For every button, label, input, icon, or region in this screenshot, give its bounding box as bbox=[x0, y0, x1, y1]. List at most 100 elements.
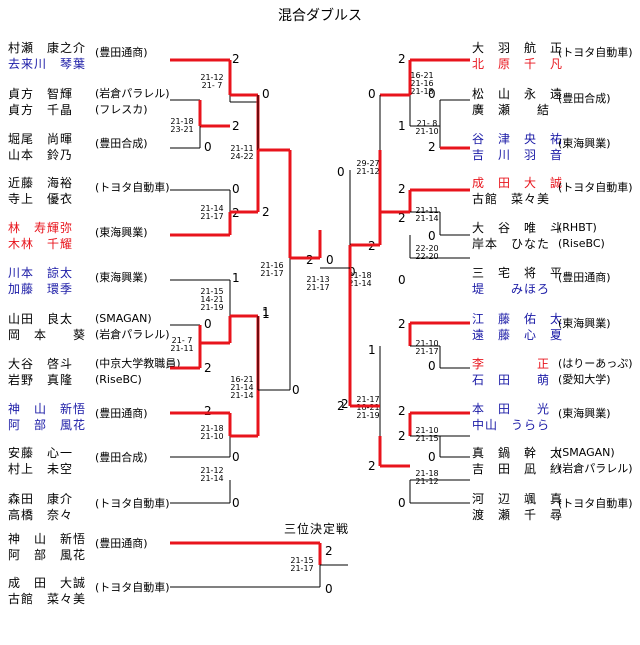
result-lr2b_bot: 0 bbox=[292, 383, 300, 397]
left-entry-9-club: (豊田合成) bbox=[95, 451, 148, 464]
right-entry-9-player2: 吉 田 凪 紗 bbox=[472, 462, 564, 476]
match-score-L_r2_a: 21-11 bbox=[230, 144, 254, 153]
match-score-L_r1_a: 21-12 bbox=[200, 73, 224, 82]
left-entry-8-player2: 阿 部 風花 bbox=[8, 418, 87, 432]
right-entry-2-player1: 谷 津 央 祐 bbox=[472, 132, 564, 146]
right-entry-10-player1: 河 辺 颯 真 bbox=[472, 492, 564, 506]
right-entry-2-player2: 吉 川 羽 音 bbox=[472, 148, 564, 162]
match-score-L_r2_b: 21-14 bbox=[230, 383, 254, 392]
result-lr2a_top: 0 bbox=[262, 87, 270, 101]
third-entry-0-club: (豊田通商) bbox=[95, 537, 148, 550]
match-score-L_r1_c: 21-14 bbox=[200, 204, 224, 213]
match-score-R_r1_a2: 21-10 bbox=[415, 127, 439, 136]
result-r3: 2 bbox=[428, 140, 436, 154]
left-entry-9-player1: 安藤 心一 bbox=[8, 446, 74, 460]
match-score-R_r1_c: 21-10 bbox=[415, 339, 439, 348]
left-entry-4-player2: 木林 千耀 bbox=[8, 237, 74, 251]
right-entry-9-club2: (岩倉パラレル) bbox=[558, 462, 633, 475]
match-score-final: 21-13 bbox=[306, 275, 330, 284]
match-score-L_r2_b: 21-14 bbox=[230, 391, 254, 400]
result-final_right: 0 bbox=[348, 265, 356, 279]
left-entry-7-player2: 岩野 真隆 bbox=[8, 373, 74, 387]
match-score-R_r1_b2: 22-20 bbox=[415, 252, 439, 261]
result-l1: 2 bbox=[232, 52, 240, 66]
match-score-L_r3: 21-16 bbox=[260, 261, 284, 270]
left-entry-10-player2: 高橋 奈々 bbox=[8, 508, 74, 522]
left-entry-6-player2: 岡 本 葵 bbox=[8, 328, 87, 342]
result-l6: 1 bbox=[232, 271, 240, 285]
match-score-R_r1_b2: 22-20 bbox=[415, 244, 439, 253]
left-entry-1-club2: (フレスカ) bbox=[95, 103, 148, 116]
match-score-R_r1_c: 21-17 bbox=[415, 347, 439, 356]
match-score-L_r1_d1: 14-21 bbox=[200, 295, 224, 304]
match-score-R_r2_b: 21-19 bbox=[356, 411, 380, 420]
result-l10: 0 bbox=[232, 450, 240, 464]
right-entry-5-player2: 堤 みほろ bbox=[472, 282, 551, 296]
third-entry-1-player2: 古館 菜々美 bbox=[8, 592, 87, 606]
result-r10: 0 bbox=[428, 450, 436, 464]
left-entry-5-player2: 加藤 環季 bbox=[8, 282, 74, 296]
third-entry-1-player1: 成 田 大誠 bbox=[8, 576, 87, 590]
right-entry-9-player1: 真 鍋 幹 太 bbox=[472, 446, 564, 460]
result-l2a: 2 bbox=[232, 119, 240, 133]
match-score-L_r2_a: 24-22 bbox=[230, 152, 254, 161]
right-entry-0-player1: 大 羽 航 正 bbox=[472, 41, 564, 55]
left-entry-6-club1: (SMAGAN) bbox=[95, 312, 152, 325]
right-entry-1-club: (豊田合成) bbox=[558, 92, 611, 105]
match-score-L_r1_b: 21-18 bbox=[170, 117, 194, 126]
right-entry-3-club: (トヨタ自動車) bbox=[558, 181, 633, 194]
left-entry-1-player2: 貞方 千晶 bbox=[8, 103, 74, 117]
left-entry-4-player1: 林 寿輝弥 bbox=[8, 221, 74, 235]
match-score-R_r2_a: 21-12 bbox=[356, 167, 380, 176]
result-lr2b_top: 1 bbox=[262, 305, 270, 319]
match-score-R_r3: 21-18 bbox=[348, 271, 372, 280]
match-score-L_r1_f: 21-12 bbox=[200, 466, 224, 475]
right-entry-5-club: (豊田通商) bbox=[558, 271, 611, 284]
match-score-L_r1_f: 21-14 bbox=[200, 474, 224, 483]
result-l8: 2 bbox=[204, 361, 212, 375]
right-entry-4-club1: (RHBT) bbox=[558, 221, 597, 234]
left-entry-2-club: (豊田合成) bbox=[95, 137, 148, 150]
result-rr3_top: 0 bbox=[337, 165, 345, 179]
right-entry-3-player1: 成 田 大 誠 bbox=[472, 176, 564, 190]
result-r1: 2 bbox=[398, 52, 406, 66]
match-score-R_r1_a1: 16-21 bbox=[410, 71, 434, 80]
result-r9_sub: 2 bbox=[398, 429, 406, 443]
match-score-L_r1_e: 21-10 bbox=[200, 432, 224, 441]
right-entry-10-player2: 渡 瀬 千 尋 bbox=[472, 508, 564, 522]
left-entry-2-player1: 堀尾 尚暉 bbox=[8, 132, 74, 146]
right-entry-7-club1: (はりーあっぷ) bbox=[558, 357, 633, 370]
result-l9: 2 bbox=[204, 404, 212, 418]
match-score-L_r1_d1: 21-15 bbox=[200, 287, 224, 296]
left-entry-7-player1: 大谷 啓斗 bbox=[8, 357, 74, 371]
left-entry-0-player2: 去来川 琴葉 bbox=[8, 57, 87, 71]
left-entry-8-club: (豊田通商) bbox=[95, 407, 148, 420]
third-entry-1-club: (トヨタ自動車) bbox=[95, 581, 170, 594]
right-entry-0-club: (トヨタ自動車) bbox=[558, 46, 633, 59]
result-r5: 0 bbox=[428, 229, 436, 243]
right-entry-3-player2: 古館 菜々美 bbox=[472, 192, 551, 206]
result-r9: 2 bbox=[398, 404, 406, 418]
match-score-R_r1_b1: 21-14 bbox=[415, 214, 439, 223]
match-score-L_r1_a: 21- 7 bbox=[201, 81, 223, 90]
third-entry-0-player2: 阿 部 風花 bbox=[8, 548, 87, 562]
left-entry-1-club1: (岩倉パラレル) bbox=[95, 87, 170, 100]
left-entry-10-player1: 森田 康介 bbox=[8, 492, 74, 506]
match-score-R_r1_d1: 21-15 bbox=[415, 434, 439, 443]
match-score-R_r1_d1: 21-10 bbox=[415, 426, 439, 435]
result-rr2b_bot: 2 bbox=[368, 459, 376, 473]
match-score-final: 21-17 bbox=[306, 283, 330, 292]
match-score-L_r1_e: 21-18 bbox=[200, 424, 224, 433]
right-entry-7-player1: 李 正 bbox=[472, 357, 551, 371]
match-score-R_r1_a1: 21-16 bbox=[410, 79, 434, 88]
result-r6: 0 bbox=[398, 273, 406, 287]
right-entry-6-player1: 江 藤 佑 太 bbox=[472, 312, 564, 326]
match-score-L_r1_c: 21-17 bbox=[200, 212, 224, 221]
left-entry-6-player1: 山田 良太 bbox=[8, 312, 74, 326]
result-r1_sub: 1 bbox=[398, 119, 406, 133]
result-r2: 0 bbox=[428, 87, 436, 101]
right-entry-4-player2: 岸本 ひなた bbox=[472, 237, 551, 251]
left-entry-8-player1: 神 山 新悟 bbox=[8, 402, 87, 416]
left-entry-5-club: (東海興業) bbox=[95, 271, 148, 284]
